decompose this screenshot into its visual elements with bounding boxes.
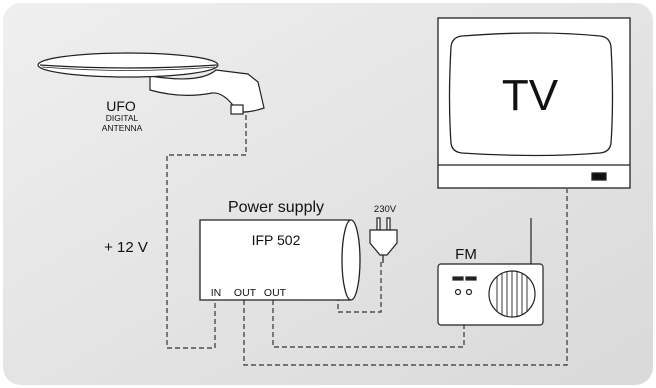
tv-set (437, 17, 631, 189)
voltage-label: + 12 V (104, 239, 148, 256)
antenna-label-line2: DIGITAL (106, 113, 139, 123)
radio-button-left (452, 276, 464, 281)
radio-speaker-grille (496, 271, 528, 317)
power-supply-model: IFP 502 (252, 232, 301, 248)
tv-screen (448, 32, 614, 157)
mains-voltage-label: 230V (374, 204, 397, 215)
cable-antenna-to-psu-in (166, 115, 247, 349)
power-supply-title: Power supply (228, 199, 324, 216)
antenna-dish-rim (39, 64, 218, 69)
port-out-2-label: OUT (264, 287, 287, 299)
antenna-dish (37, 52, 219, 78)
port-out-1-label: OUT (234, 287, 257, 299)
antenna-label-name: UFO (106, 98, 136, 114)
cable-mains-to-psu (337, 262, 382, 313)
antenna-label-line3: ANTENNA (102, 123, 143, 133)
radio-label: FM (455, 246, 477, 263)
cable-psu-out-to-radio (272, 300, 465, 348)
mains-plug (369, 217, 398, 263)
antenna-connector (230, 104, 244, 115)
plug-body (369, 229, 398, 256)
plug-pin-left (376, 217, 381, 231)
tv-indicator (591, 172, 607, 181)
radio-button-right (465, 276, 477, 281)
tv-label: TV (502, 71, 559, 120)
plug-pin-right (386, 217, 391, 231)
power-supply-unit (199, 219, 361, 301)
radio-knob-left (454, 288, 462, 296)
cables (166, 115, 568, 366)
port-in-label: IN (211, 287, 222, 299)
power-supply-end-cap (341, 219, 361, 301)
cable-psu-out-to-tv (243, 189, 568, 366)
antenna-dish-rim-inner (41, 66, 216, 71)
radio-knob-right (465, 288, 473, 296)
ufo-antenna (37, 52, 265, 115)
